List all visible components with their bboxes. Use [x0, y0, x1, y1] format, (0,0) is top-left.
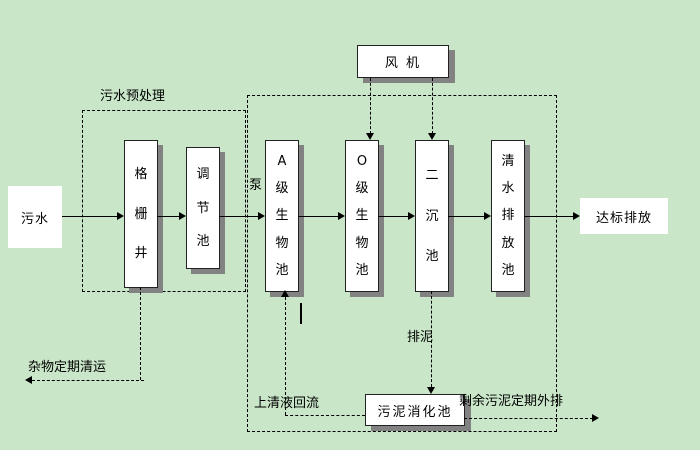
main-treatment-group-outline — [247, 95, 557, 432]
grid-well-tank: 格栅井 — [124, 140, 158, 288]
arrowhead-fan-to-o-tank — [366, 133, 374, 140]
arrowhead-cleanwater-to-effluent — [573, 212, 580, 220]
flow-line-o-to-clarifier — [378, 216, 409, 217]
flow-line-a-to-o-tank — [298, 216, 339, 217]
secondary-clarifier-tank: 二沉池 — [415, 140, 449, 292]
debris-line-vertical — [140, 287, 141, 380]
supernatant-return-vertical — [285, 297, 286, 415]
flow-line-clarifier-to-cleanwater — [448, 216, 485, 217]
arrowhead-gridwell-to-regulating — [179, 212, 186, 220]
arrowhead-sludge-discharge — [427, 387, 435, 394]
debris-removal-label: 杂物定期清运 — [28, 360, 107, 375]
flow-line-regulating-to-a-tank — [219, 216, 259, 217]
debris-line-horizontal — [32, 380, 144, 381]
flow-line-gridwell-to-regulating — [157, 216, 180, 217]
pump-label: 泵 — [249, 178, 263, 193]
sludge-discharge-label: 排泥 — [407, 330, 434, 345]
arrowhead-o-to-clarifier — [408, 212, 415, 220]
arrowhead-supernatant-return — [281, 290, 289, 297]
air-line-fan-to-o-tank — [370, 78, 371, 134]
pretreatment-group-outline — [82, 110, 246, 292]
influent-node: 污水 — [8, 186, 62, 248]
arrowhead-influent-to-gridwell — [117, 212, 124, 220]
arrowhead-debris-removal — [25, 376, 32, 384]
clean-water-discharge-tank: 清水排放池 — [491, 140, 525, 292]
pretreatment-group-label: 污水预处理 — [100, 89, 166, 104]
supernatant-return-horizontal — [285, 415, 365, 416]
supernatant-return-label: 上清液回流 — [254, 396, 320, 411]
arrowhead-fan-to-clarifier — [428, 133, 436, 140]
regulating-tank: 调节池 — [186, 147, 220, 269]
sludge-discharge-line — [431, 291, 432, 387]
air-line-fan-to-clarifier — [432, 78, 433, 134]
sludge-digestion-tank: 污泥消化池 — [365, 394, 465, 426]
fan-node: 风 机 — [357, 45, 449, 78]
effluent-node: 达标排放 — [580, 198, 668, 234]
flow-line-cleanwater-to-effluent — [524, 216, 574, 217]
arrowhead-clarifier-to-cleanwater — [484, 212, 491, 220]
arrowhead-regulating-to-a-tank — [258, 212, 265, 220]
excess-sludge-label: 剩余污泥定期外排 — [459, 394, 564, 409]
flow-line-influent-to-gridwell — [62, 216, 118, 217]
arrowhead-excess-sludge — [592, 414, 599, 422]
arrowhead-a-to-o-tank — [338, 212, 345, 220]
tick-mark — [300, 303, 302, 324]
excess-sludge-line — [464, 418, 593, 419]
